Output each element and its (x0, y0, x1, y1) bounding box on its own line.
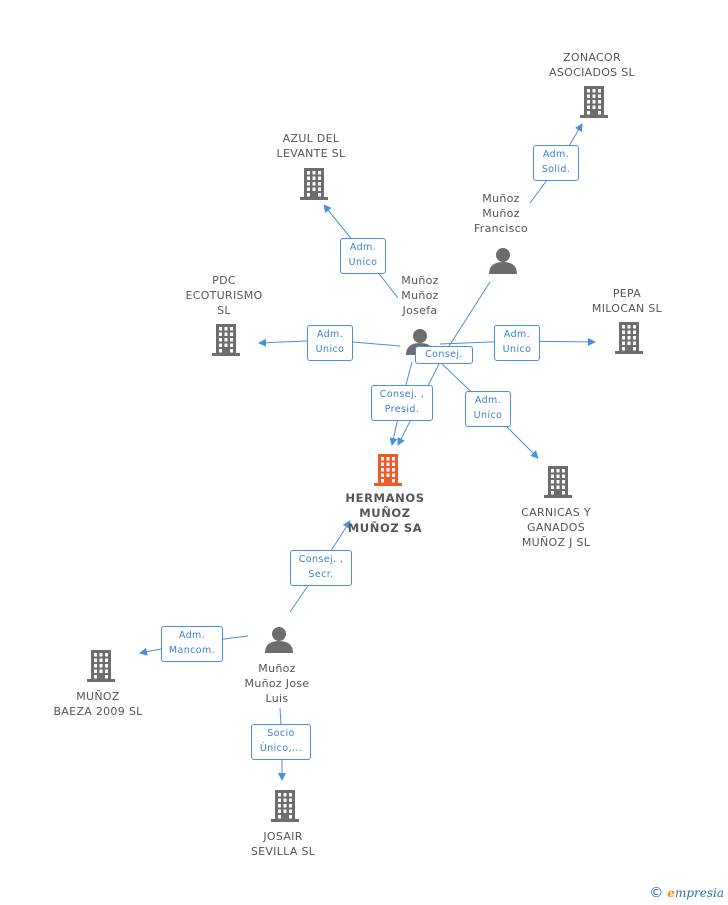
relation-text: Adm. (474, 395, 502, 406)
company-label-carnicas[interactable]: CARNICAS Y GANADOS MUÑOZ J SL (521, 505, 591, 550)
relation-text: Adm. (503, 329, 531, 340)
label-line: Muñoz (482, 192, 520, 205)
relation-text: Unico (348, 257, 378, 268)
label-line: Francisco (473, 222, 529, 235)
relation-text: Unico (502, 344, 532, 355)
label-line: MILOCAN SL (591, 302, 663, 315)
relation-badge[interactable]: Adm. Unico (340, 238, 386, 274)
company-label-azul[interactable]: AZUL DEL LEVANTE SL (277, 131, 346, 161)
relation-text: Unico (315, 344, 345, 355)
label-line: Josefa (402, 304, 438, 317)
label-line: LEVANTE SL (276, 147, 346, 160)
building-icon (374, 454, 402, 486)
relation-text: Unico (473, 410, 503, 421)
relation-text: Consej. (425, 349, 463, 360)
label-line: CARNICAS Y (521, 506, 591, 519)
label-line: Muñoz (258, 662, 296, 675)
relation-text: Adm. (316, 329, 344, 340)
company-label-pepa[interactable]: PEPA MILOCAN SL (592, 286, 662, 316)
relation-text: Consej. , (298, 554, 344, 565)
label-line: MUÑOZ (359, 506, 411, 520)
building-icon (271, 790, 299, 822)
building-icon (544, 466, 572, 498)
building-icon (580, 86, 608, 118)
brand-logo: empresia (667, 886, 724, 900)
building-icon (212, 324, 240, 356)
person-icon (265, 627, 293, 653)
building-icon (87, 650, 115, 682)
relation-text: Secr. (308, 569, 334, 580)
relation-badge[interactable]: Consej. (415, 346, 473, 364)
label-line: ZONACOR (563, 51, 621, 64)
relation-badge[interactable]: Consej. , Presid. (371, 385, 433, 421)
relation-badge[interactable]: Consej. , Secr. (290, 550, 352, 586)
label-line: Muñoz (482, 207, 520, 220)
building-icon (300, 168, 328, 200)
label-line: AZUL DEL (282, 132, 340, 145)
copyright-icon: © (649, 885, 664, 901)
company-label-zonacor[interactable]: ZONACOR ASOCIADOS SL (549, 50, 635, 80)
relation-text: Consej. , (379, 389, 425, 400)
label-line: HERMANOS (345, 491, 425, 505)
label-line: ECOTURISMO (185, 289, 263, 302)
relation-badge[interactable]: Adm. Mancom. (161, 626, 223, 662)
label-line: GANADOS (526, 521, 586, 534)
label-line: MUÑOZ (76, 690, 120, 703)
label-line: JOSAIR (263, 830, 303, 843)
company-label-baeza[interactable]: MUÑOZ BAEZA 2009 SL (53, 689, 142, 719)
label-line: SL (217, 304, 231, 317)
company-label-josair[interactable]: JOSAIR SEVILLA SL (251, 829, 315, 859)
relation-text: Adm. (349, 242, 377, 253)
relation-badge[interactable]: Adm. Solid. (533, 145, 579, 181)
label-line: Muñoz (401, 289, 439, 302)
relation-text: Presid. (384, 404, 420, 415)
relation-badge[interactable]: Adm. Unico (494, 325, 540, 361)
label-line: MUÑOZ J SL (521, 536, 591, 549)
label-line: MUÑOZ SA (347, 521, 423, 535)
label-line: Luis (265, 692, 289, 705)
label-line: Muñoz (401, 274, 439, 287)
person-icon (489, 248, 517, 274)
label-line: ASOCIADOS SL (549, 66, 635, 79)
label-line: SEVILLA SL (250, 845, 316, 858)
label-line: Muñoz Jose (244, 677, 310, 690)
relation-text: Socio (267, 728, 295, 739)
relation-badge[interactable]: Adm. Unico (465, 391, 511, 427)
relation-text: Único,... (259, 743, 303, 754)
label-line: BAEZA 2009 SL (53, 705, 143, 718)
brand-footer: © empresia (649, 885, 724, 901)
relation-text: Adm. (542, 149, 570, 160)
building-icon (615, 322, 643, 354)
label-line: PDC (212, 274, 236, 287)
relation-text: Solid. (541, 164, 571, 175)
company-label-pdc[interactable]: PDC ECOTURISMO SL (185, 273, 262, 318)
relation-text: Adm. (178, 630, 206, 641)
relation-text: Mancom. (168, 645, 216, 656)
label-line: PEPA (612, 287, 642, 300)
relation-badge[interactable]: Adm. Unico (307, 325, 353, 361)
